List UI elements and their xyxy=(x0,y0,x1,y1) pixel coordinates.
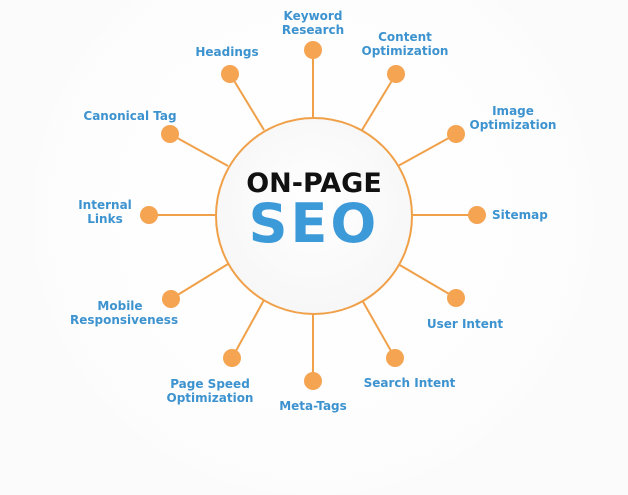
spokes-layer xyxy=(149,50,477,381)
node-dot-headings xyxy=(221,65,239,83)
node-dot-keyword-research xyxy=(304,41,322,59)
spoke-search-intent xyxy=(361,299,396,359)
node-dot-canonical-tag xyxy=(161,125,179,143)
spoke-mobile xyxy=(170,263,229,300)
spoke-canonical-tag xyxy=(169,133,229,167)
label-sitemap: Sitemap xyxy=(492,208,548,222)
node-dot-internal-links xyxy=(140,206,158,224)
spoke-image-optimization xyxy=(397,133,457,167)
node-dot-sitemap xyxy=(468,206,486,224)
node-dot-page-speed xyxy=(223,349,241,367)
center-subtitle: SEO xyxy=(248,192,380,255)
label-keyword-research: Keyword Research xyxy=(281,9,345,37)
node-dot-content-optimization xyxy=(387,65,405,83)
label-user-intent: User Intent xyxy=(426,317,504,331)
label-image-optimization: Image Optimization xyxy=(469,104,557,132)
label-canonical-tag: Canonical Tag xyxy=(83,109,177,123)
seo-diagram: ON-PAGE SEO Keyword Research Content Opt… xyxy=(33,0,593,495)
node-dot-meta-tags xyxy=(304,372,322,390)
nodes-layer xyxy=(140,41,486,390)
spoke-content-optimization xyxy=(361,73,397,131)
spoke-user-intent xyxy=(397,263,457,299)
label-content-optimization: Content Optimization xyxy=(361,30,449,58)
node-dot-image-optimization xyxy=(447,125,465,143)
center-title: ON-PAGE xyxy=(246,168,382,199)
label-search-intent: Search Intent xyxy=(363,376,456,390)
label-headings: Headings xyxy=(195,45,259,59)
spoke-headings xyxy=(229,73,265,131)
spoke-page-speed xyxy=(231,299,265,359)
node-dot-search-intent xyxy=(386,349,404,367)
label-page-speed-optimization: Page Speed Optimization xyxy=(166,377,254,405)
node-dot-user-intent xyxy=(447,289,465,307)
node-dot-mobile xyxy=(162,290,180,308)
label-meta-tags: Meta-Tags xyxy=(279,399,347,413)
label-internal-links: Internal Links xyxy=(78,198,132,226)
center-circle xyxy=(215,117,413,315)
label-mobile-responsiveness: Mobile Responsiveness xyxy=(70,299,179,327)
